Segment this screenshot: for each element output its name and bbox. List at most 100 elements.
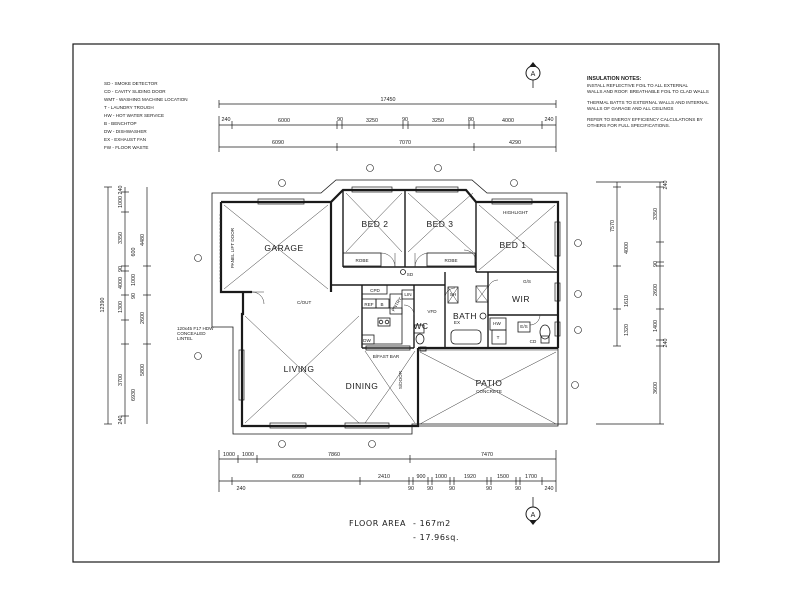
dim-left-seg2: 4480 xyxy=(140,234,146,246)
dim-left-seg: 240 xyxy=(118,186,124,195)
dim-right-seg: 4000 xyxy=(624,242,630,254)
hw-label: HW xyxy=(493,321,501,326)
floor-area-label: FLOOR AREA xyxy=(349,519,406,528)
dim-right-seg: 240 xyxy=(663,181,669,190)
section-marker-bottom: A xyxy=(525,497,541,525)
dim-bottom-seg2: 1000 xyxy=(435,474,447,480)
window xyxy=(344,422,390,429)
dim-bottom-seg2: 240 xyxy=(237,486,246,492)
dim-top-seg2: 4290 xyxy=(509,140,521,146)
dim-bottom-seg2: 90 xyxy=(515,486,521,492)
dim-top-overall: 17450 xyxy=(381,97,396,103)
room-bed2: BED 2 xyxy=(361,219,388,229)
dim-top-seg: 4000 xyxy=(502,118,514,124)
dim-bottom-seg2: 2410 xyxy=(378,474,390,480)
legend-item: CD - CAVITY SLIDING DOOR xyxy=(104,89,166,94)
dim-left-seg: 90 xyxy=(118,266,124,272)
notes-title: INSULATION NOTES: xyxy=(587,76,642,82)
dim-top-seg: 3250 xyxy=(432,118,444,124)
notes-line: WALLS AND ROOF. BREATHABLE FOIL TO CLAD … xyxy=(587,89,709,94)
room-bath: BATH xyxy=(453,311,477,321)
dim-left-overall: 12390 xyxy=(100,298,106,313)
cutout-label: C/OUT xyxy=(297,300,311,305)
dim-bottom-seg2: 90 xyxy=(486,486,492,492)
legend-item: B - BENCHTOP xyxy=(104,121,137,126)
window xyxy=(554,221,561,257)
dimensions-bottom: 1000 1000 7860 7470 240 6090 2410 90 900… xyxy=(218,450,557,492)
room-patio-sub: CONCRETE xyxy=(476,389,502,394)
cpd-label: CPD xyxy=(370,288,380,293)
section-marker-label: A xyxy=(531,71,536,78)
dim-bottom-seg2: 90 xyxy=(449,486,455,492)
dim-left-seg2: 90 xyxy=(131,293,137,299)
gs-label: G/S xyxy=(523,279,531,284)
window xyxy=(269,422,307,429)
sheet-border xyxy=(72,43,720,563)
dim-bottom-seg2: 1500 xyxy=(497,474,509,480)
room-dining: DINING xyxy=(346,381,379,391)
lin-label: LIN xyxy=(404,292,411,297)
insulation-notes: INSULATION NOTES: INSTALL REFLECTIVE FOI… xyxy=(587,76,709,128)
t-label: T xyxy=(497,335,500,340)
dim-left-seg: 240 xyxy=(118,416,124,425)
dim-left-seg: 3350 xyxy=(118,232,124,244)
dim-left-seg: 1000 xyxy=(118,196,124,208)
dim-right-seg2: 1610 xyxy=(624,295,630,307)
floor-area: FLOOR AREA - 167m2 - 17.96sq. xyxy=(349,519,459,542)
room-living: LIVING xyxy=(284,364,315,374)
lintel-label: 120x45 F17 HDW xyxy=(177,326,214,331)
dim-bottom-seg: 7860 xyxy=(328,452,340,458)
dim-left-seg: 4000 xyxy=(118,277,124,289)
dim-left-seg: 1300 xyxy=(118,301,124,313)
dim-right-seg: 1400 xyxy=(653,320,659,332)
dim-top-seg: 90 xyxy=(402,117,408,123)
legend-item: DW - DISHWASHER xyxy=(104,129,147,134)
robes: ROBE ROBE xyxy=(342,252,476,267)
dim-left-seg2: 1000 xyxy=(131,274,137,286)
pantry-label: PNTRY xyxy=(391,296,403,312)
dim-bottom-seg2: 6090 xyxy=(292,474,304,480)
lintel-label: CONCEALED xyxy=(177,331,206,336)
bfast-bar-label: B/FAST BAR xyxy=(373,354,400,359)
benchtop-label: B xyxy=(380,302,383,307)
dim-top-seg: 240 xyxy=(222,117,231,123)
ex-label: EX xyxy=(454,320,460,325)
room-patio: PATIO xyxy=(476,378,503,388)
legend-item: SD - SMOKE DETECTOR xyxy=(104,81,158,86)
sd-label: SD xyxy=(407,272,414,277)
cd-label: CD xyxy=(530,339,537,344)
dim-right-seg2: 7570 xyxy=(610,220,616,232)
legend-item: WMT - WASHING MACHINE LOCATION xyxy=(104,97,188,102)
room-garage: GARAGE xyxy=(264,243,303,253)
reference-marks xyxy=(194,164,582,448)
notes-line: WALLS OF GARAGE AND ALL CEILINGS xyxy=(587,106,673,111)
lintel-label: LINTEL xyxy=(177,336,193,341)
dim-bottom-seg: 7470 xyxy=(481,452,493,458)
dim-bottom-seg: 1000 xyxy=(223,452,235,458)
window xyxy=(257,198,305,205)
floor-area-m2: - 167m2 xyxy=(413,519,451,528)
dim-bottom-seg2: 1920 xyxy=(464,474,476,480)
dim-right-seg: 240 xyxy=(663,339,669,348)
notes-line: REFER TO ENERGY EFFICIENCY CALCULATIONS … xyxy=(587,117,703,122)
room-bed1: BED 1 xyxy=(499,240,526,250)
dim-top-seg: 240 xyxy=(545,117,554,123)
robe-left-label: ROBE xyxy=(355,258,368,263)
dim-top-seg2: 7070 xyxy=(399,140,411,146)
highlight-label: HIGHLIGHT xyxy=(503,210,528,215)
dim-top-seg: 90 xyxy=(337,117,343,123)
room-labels: GARAGE BED 2 BED 3 BED 1 WIR BATH WC LIV… xyxy=(264,219,529,394)
notes-line: INSTALL REFLECTIVE FOIL TO ALL EXTERNAL xyxy=(587,83,689,88)
dim-bottom-seg2: 240 xyxy=(545,486,554,492)
room-wc: WC xyxy=(413,321,428,331)
windows xyxy=(238,186,561,429)
notes-line: THERMAL BATTS TO EXTERNAL WALLS AND INTE… xyxy=(587,100,709,105)
legend-item: EX - EXHAUST FAN xyxy=(104,137,146,142)
fixtures xyxy=(361,269,551,352)
dim-left-seg2: 600 xyxy=(131,248,137,257)
legend-item: FW - FLOOR WASTE xyxy=(104,145,149,150)
legend-item: HW - HOT WATER SERVICE xyxy=(104,113,164,118)
roof-outline xyxy=(211,179,568,435)
window xyxy=(415,186,459,193)
